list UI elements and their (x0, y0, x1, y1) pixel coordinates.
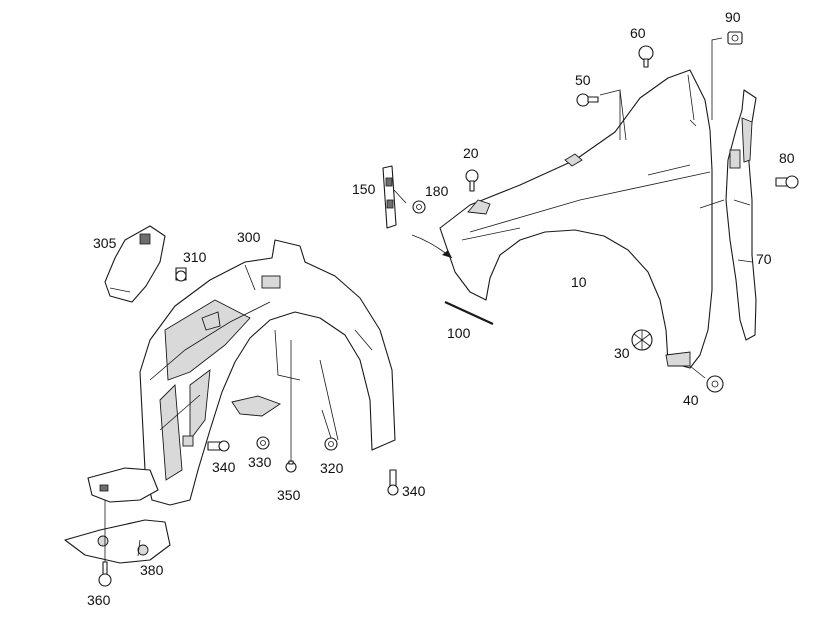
label-100: 100 (447, 325, 471, 341)
bracket-70 (725, 89, 757, 341)
fender-panel (411, 69, 713, 369)
clip-310 (175, 267, 187, 282)
label-320: 320 (320, 460, 344, 476)
bolt-350 (285, 460, 297, 473)
clip-150 (382, 165, 397, 229)
rivet-30 (631, 329, 653, 351)
label-380: 380 (140, 562, 164, 578)
label-50: 50 (575, 72, 591, 88)
nut-60 (638, 45, 654, 68)
label-20: 20 (463, 145, 479, 161)
screw-340a (207, 440, 230, 452)
bolt-20 (465, 169, 479, 192)
label-340-left: 340 (212, 459, 236, 475)
nut-330 (256, 436, 270, 450)
part-labels: 10 20 30 40 50 60 70 80 90 100 150 180 3… (87, 9, 795, 608)
label-350: 350 (277, 487, 301, 503)
label-30: 30 (614, 345, 630, 361)
screw-360 (98, 561, 112, 587)
wheel-liner-300 (139, 239, 396, 506)
label-310: 310 (183, 249, 207, 265)
label-40: 40 (683, 392, 699, 408)
label-330: 330 (248, 454, 272, 470)
label-10: 10 (571, 274, 587, 290)
splash-shield-380 (64, 467, 171, 564)
label-80: 80 (779, 150, 795, 166)
nut-40 (706, 375, 724, 393)
nut-90 (727, 31, 743, 45)
bolt-50 (576, 93, 599, 107)
label-305: 305 (93, 235, 117, 251)
label-90: 90 (725, 9, 741, 25)
seal-strip-100 (444, 301, 494, 325)
cover-305 (104, 225, 166, 303)
bolt-80 (775, 175, 799, 189)
nut-320 (324, 437, 338, 451)
label-60: 60 (630, 25, 646, 41)
label-360: 360 (87, 592, 111, 608)
label-180: 180 (425, 183, 449, 199)
label-70: 70 (756, 251, 772, 267)
label-150: 150 (352, 181, 376, 197)
label-300: 300 (237, 229, 261, 245)
label-340-right: 340 (402, 483, 426, 499)
nut-180 (412, 200, 426, 214)
screw-340b (387, 469, 399, 496)
